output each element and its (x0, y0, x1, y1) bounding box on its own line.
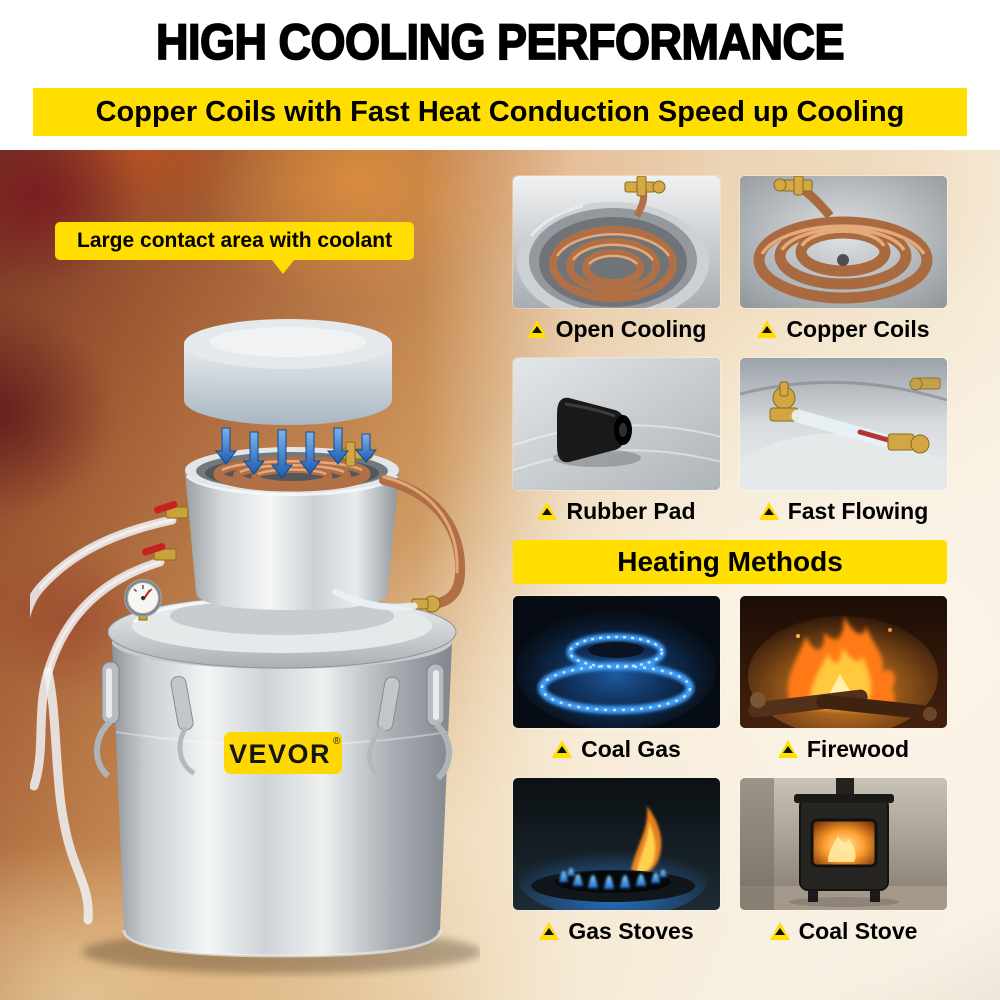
distiller-product-illustration: VEVOR ® (30, 319, 480, 974)
triangle-bullet-icon (757, 320, 778, 338)
brand-badge (224, 732, 342, 774)
feature-caption-fast-flowing: Fast Flowing (740, 496, 947, 526)
feature-caption-open-cooling: Open Cooling (513, 314, 720, 344)
feature-grid: Open Cooling Copper Coils (513, 176, 947, 960)
drain-valve (142, 543, 177, 561)
gas-stoves-photo (513, 778, 720, 910)
drain-valve (154, 501, 189, 519)
feature-label: Rubber Pad (566, 497, 696, 524)
feature-label: Copper Coils (786, 315, 930, 342)
coal-gas-photo (513, 596, 720, 728)
rubber-pad-photo (513, 358, 720, 490)
heating-caption-firewood: Firewood (740, 734, 947, 764)
callout-down-arrow-icon (272, 260, 294, 274)
open-cooling-photo (513, 176, 720, 308)
heating-label: Firewood (806, 735, 910, 762)
thermometer-gauge (124, 579, 162, 621)
heating-label: Coal Stove (798, 917, 918, 944)
copper-coils-photo (740, 176, 947, 308)
heating-methods-title: Heating Methods (617, 546, 843, 577)
brand-wordmark: VEVOR (229, 739, 331, 769)
heating-label: Gas Stoves (568, 917, 694, 944)
coolant-callout: Large contact area with coolant (55, 222, 415, 260)
heating-label: Coal Gas (581, 735, 681, 762)
brand-registered-mark: ® (333, 736, 341, 747)
heating-caption-gas-stoves: Gas Stoves (513, 916, 720, 946)
subtitle-text: Copper Coils with Fast Heat Conduction S… (95, 95, 905, 128)
feature-caption-copper-coils: Copper Coils (740, 314, 947, 344)
firewood-photo (740, 596, 947, 728)
triangle-bullet-icon (777, 740, 798, 758)
coal-stove-photo (740, 778, 947, 910)
floating-lid (184, 319, 392, 425)
feature-label: Open Cooling (555, 315, 707, 342)
triangle-bullet-icon (769, 922, 790, 940)
heating-methods-banner: Heating Methods (513, 540, 947, 584)
triangle-bullet-icon (526, 320, 547, 338)
subtitle-banner: Copper Coils with Fast Heat Conduction S… (33, 88, 967, 136)
coolant-callout-text: Large contact area with coolant (77, 229, 393, 252)
photo-scene: Large contact area with coolant (0, 150, 1000, 1000)
triangle-bullet-icon (758, 502, 779, 520)
page-title: HIGH COOLING PERFORMANCE (155, 12, 845, 71)
triangle-bullet-icon (539, 922, 560, 940)
heating-caption-coal-gas: Coal Gas (513, 734, 720, 764)
fast-flowing-photo (740, 358, 947, 490)
triangle-bullet-icon (552, 740, 573, 758)
triangle-bullet-icon (537, 502, 558, 520)
airflow-arrows-icon (214, 427, 378, 479)
feature-label: Fast Flowing (787, 497, 929, 524)
heating-caption-coal-stove: Coal Stove (740, 916, 947, 946)
feature-caption-rubber-pad: Rubber Pad (513, 496, 720, 526)
